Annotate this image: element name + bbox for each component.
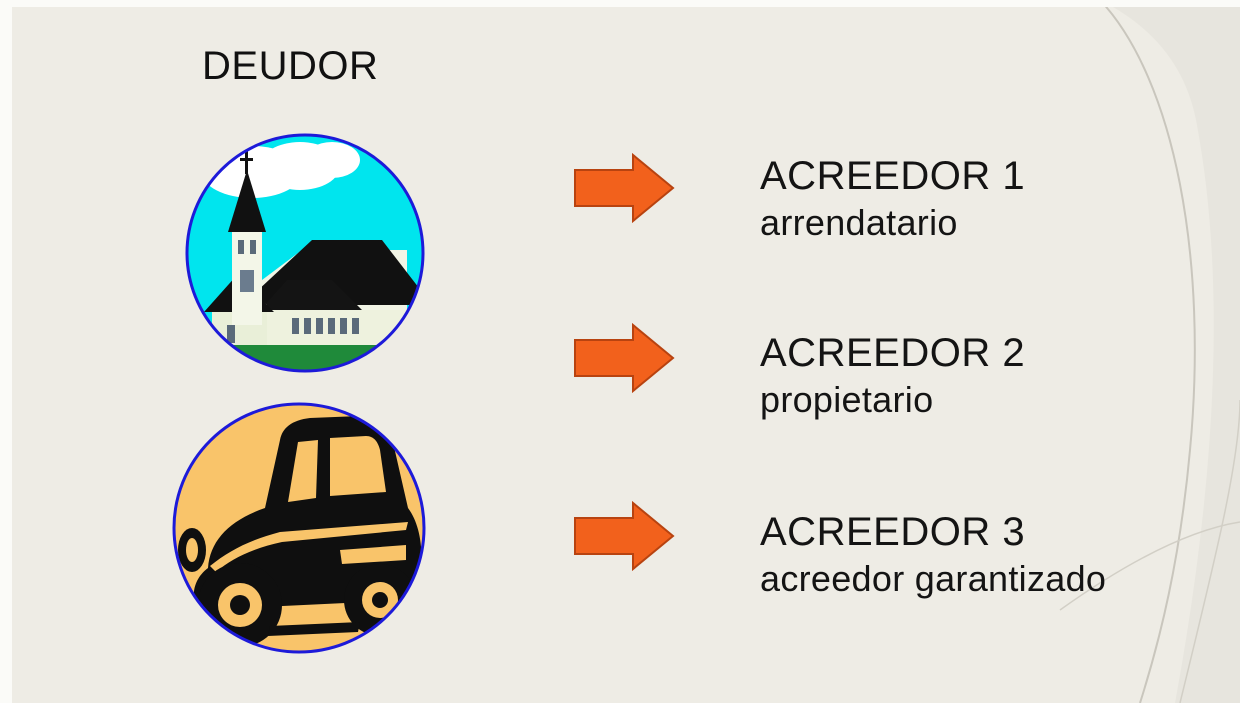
creditor-3: ACREEDOR 3 acreedor garantizado <box>760 508 1106 602</box>
creditor-2: ACREEDOR 2 propietario <box>760 329 1025 423</box>
creditor-3-role: acreedor garantizado <box>760 558 1107 599</box>
slide-border-left <box>0 0 12 703</box>
right-arrow-icon <box>573 501 675 571</box>
creditor-2-role: propietario <box>760 379 934 420</box>
creditor-3-name: ACREEDOR 3 <box>760 510 1026 554</box>
creditor-2-name: ACREEDOR 2 <box>760 331 1026 375</box>
church-icon <box>182 130 428 376</box>
vintage-car-icon <box>170 400 428 656</box>
creditor-1-name: ACREEDOR 1 <box>760 154 1026 198</box>
creditor-1: ACREEDOR 1 arrendatario <box>760 152 1025 246</box>
right-arrow-icon <box>573 323 675 393</box>
creditor-1-role: arrendatario <box>760 202 958 243</box>
debtor-label: DEUDOR <box>202 44 379 88</box>
slide-border-top <box>0 0 1240 7</box>
right-arrow-icon <box>573 153 675 223</box>
